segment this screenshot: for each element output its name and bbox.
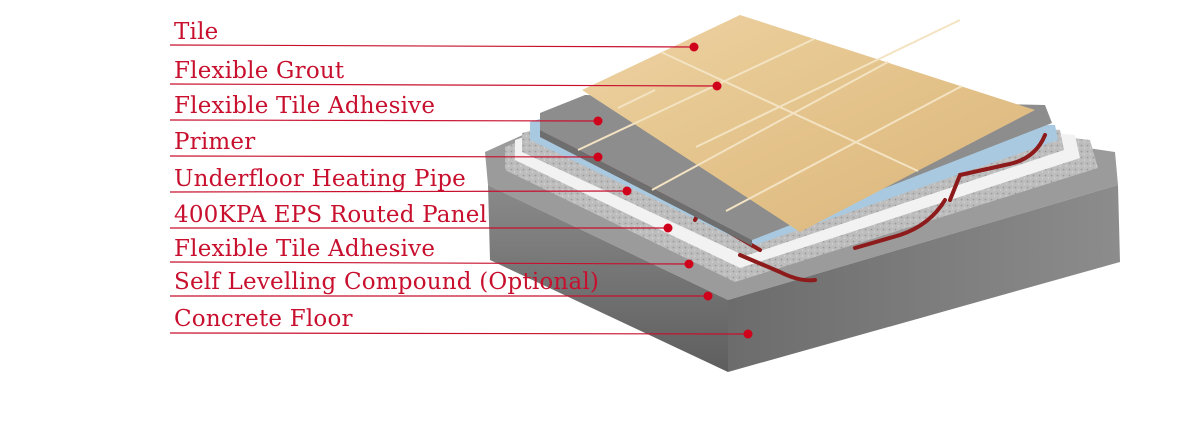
- leader-line-flexible-tile-adhesive-bottom: [169, 261, 690, 265]
- marker-dot-flexible-grout: [712, 81, 722, 91]
- label-flexible-tile-adhesive-bottom: Flexible Tile Adhesive: [174, 236, 436, 262]
- grout-lines: [577, 19, 963, 212]
- label-eps-routed-panel: 400KPA EPS Routed Panel: [174, 202, 488, 228]
- marker-dot-flexible-tile-adhesive-bottom: [684, 259, 694, 269]
- label-tile: Tile: [174, 19, 219, 45]
- marker-dot-underfloor-heating-pipe: [622, 186, 632, 196]
- label-flexible-tile-adhesive-top: Flexible Tile Adhesive: [174, 93, 436, 119]
- leader-line-tile: [169, 44, 695, 48]
- marker-dot-flexible-tile-adhesive-top: [593, 116, 603, 126]
- marker-dot-self-levelling-compound: [703, 291, 713, 301]
- concrete-side-face: [728, 185, 1120, 372]
- marker-dot-eps-routed-panel: [663, 223, 673, 233]
- leader-line-flexible-grout: [169, 83, 718, 87]
- label-self-levelling-compound: Self Levelling Compound (Optional): [174, 269, 600, 295]
- concrete-front-face: [488, 185, 728, 372]
- upper-adhesive-front: [540, 130, 752, 246]
- leader-line-underfloor-heating-pipe: [169, 190, 628, 193]
- tile-layer: [582, 15, 1035, 232]
- label-concrete-floor: Concrete Floor: [174, 306, 353, 332]
- label-underfloor-heating-pipe: Underfloor Heating Pipe: [174, 166, 466, 192]
- marker-dot-concrete-floor: [743, 329, 753, 339]
- label-primer: Primer: [174, 129, 256, 155]
- leader-line-concrete-floor: [169, 332, 749, 335]
- label-flexible-grout: Flexible Grout: [174, 58, 345, 84]
- marker-dot-tile: [689, 42, 699, 52]
- leader-line-flexible-tile-adhesive-top: [169, 119, 599, 122]
- marker-dot-primer: [593, 152, 603, 162]
- leader-line-primer: [169, 155, 599, 158]
